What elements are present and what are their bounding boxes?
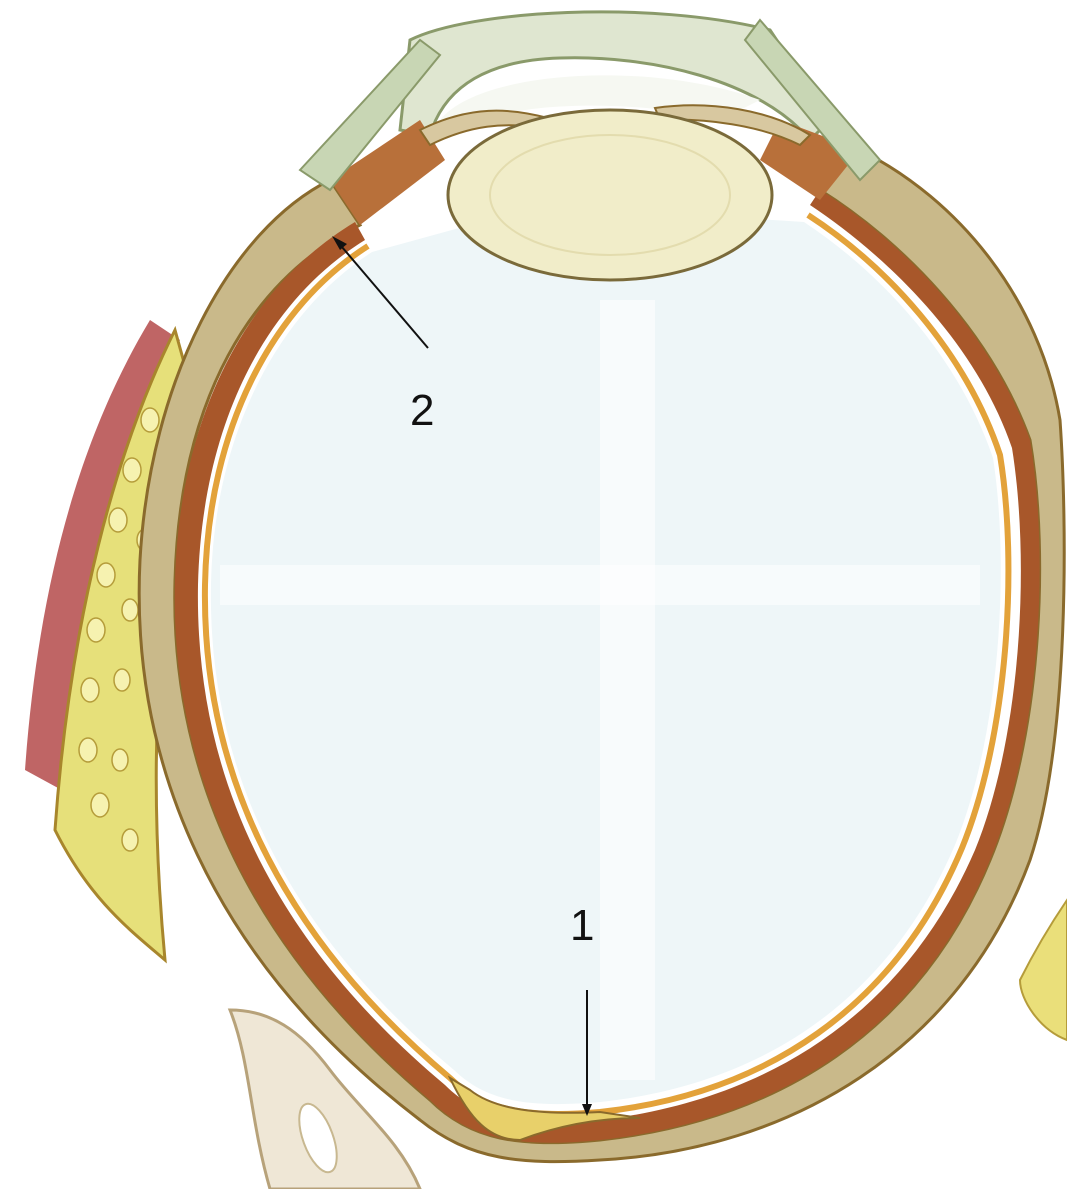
vitreous-streak-horizontal: [220, 565, 980, 605]
label-2: 2: [410, 386, 434, 435]
vitreous-streak-vertical: [600, 300, 655, 1080]
label-1: 1: [570, 901, 594, 950]
